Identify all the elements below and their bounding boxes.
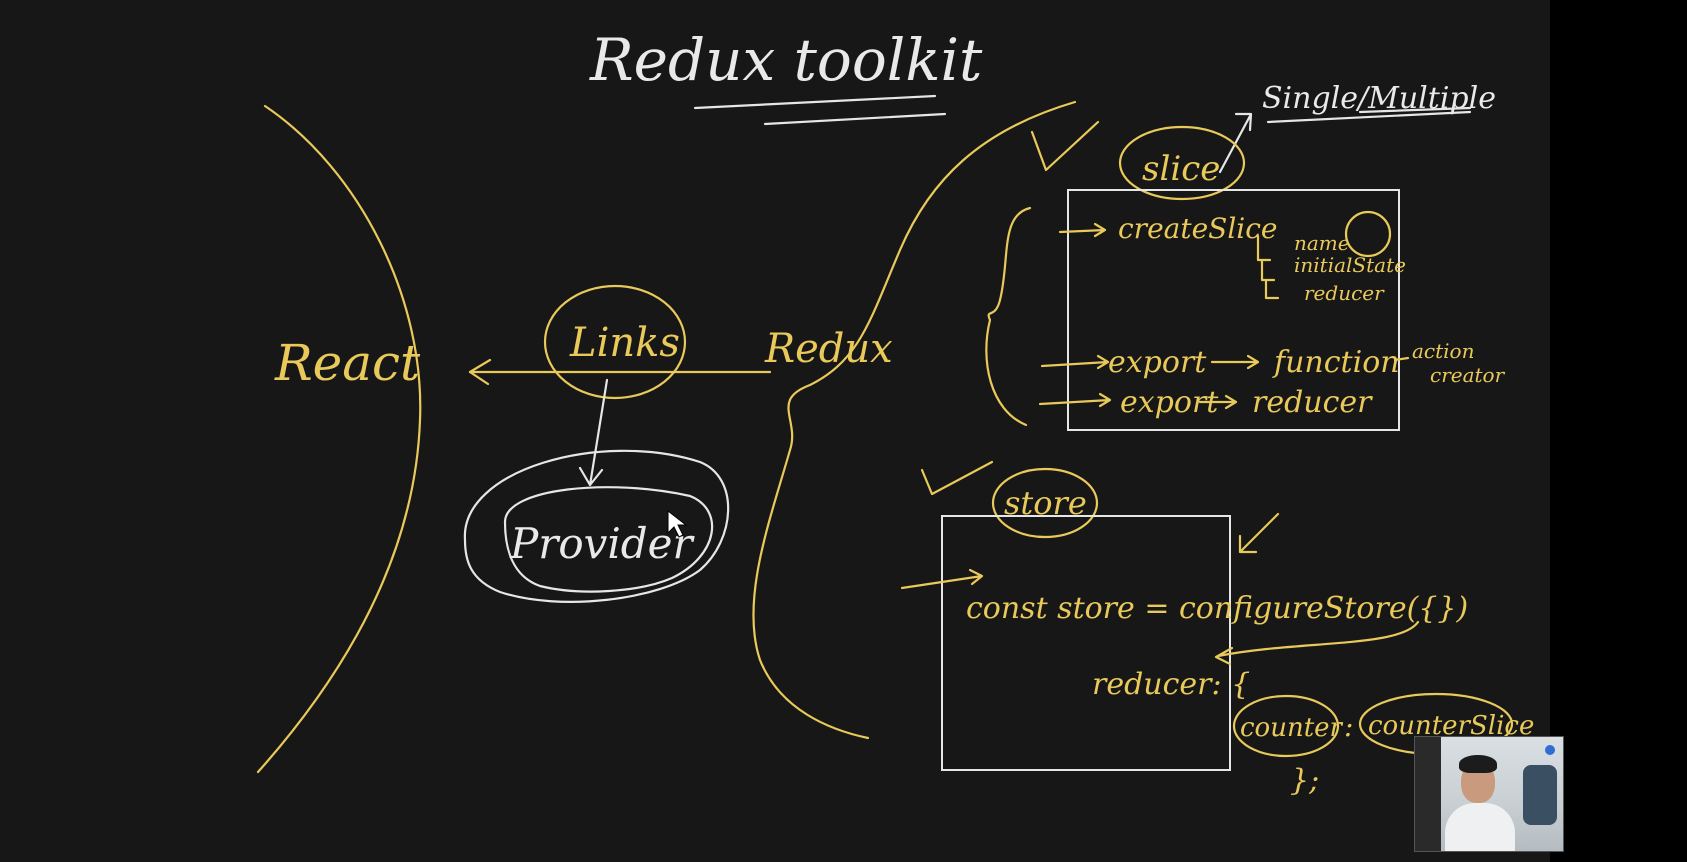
webcam-light-icon [1545,745,1555,755]
presenter-webcam [1414,736,1564,852]
webcam-shelf [1415,737,1441,851]
closing-brace: }; [1290,763,1319,798]
multiple-underline [1358,106,1472,114]
function-to-action-arrow [1393,356,1410,362]
function-label: function [1272,345,1400,380]
slice-ellipse [1118,125,1246,201]
react-boundary-arc [256,104,422,774]
title-underline-2 [763,112,947,126]
props-branch-2 [1260,258,1276,282]
store-ellipse [991,467,1099,539]
presenter-hair [1459,755,1497,773]
props-branch-3 [1264,278,1280,300]
single-multiple-underline [1266,110,1472,124]
createslice-label: createSlice [1118,212,1278,245]
creator-label: creator [1430,363,1506,387]
store-box [941,515,1231,771]
slice-box [1067,189,1400,431]
action-label: action [1412,339,1474,363]
title-underline [693,94,937,110]
reducer-export-label: reducer [1252,385,1373,420]
store-checkmark-icon [920,460,994,496]
counter-ellipse [1232,694,1340,758]
counter-key: counter [1240,713,1344,743]
links-ellipse [543,284,687,400]
slice-label: slice [1142,149,1220,189]
configure-pointer-arrow [1238,512,1280,554]
export-red-arrow [1038,392,1112,408]
links-label: Links [569,320,680,366]
links-to-provider-arrow [578,378,609,487]
redux-boundary-curve [752,100,1077,740]
store-entry-arrow [900,568,984,590]
export-fn-arrow [1040,354,1110,370]
name-highlight-circle [1344,210,1392,258]
slice-checkmark-icon [1030,120,1100,172]
slice-to-note-arrow [1218,112,1253,174]
webcam-chair [1523,765,1557,825]
connector-arrowhead-left [468,358,492,386]
props-branch-1 [1256,234,1272,262]
prop-reducer: reducer [1304,281,1385,305]
prop-initialstate: initialState [1294,253,1406,277]
prop-name: name [1294,231,1350,255]
single-multiple-note: Single/Multiple [1262,81,1496,116]
redux-label: Redux [764,326,893,372]
provider-label: Provider [509,519,696,568]
configure-store-line: const store = configureStore({}) [966,591,1468,626]
whiteboard: Redux toolkit Single/Multiple React Link… [0,0,1550,862]
whiteboard-drawing: Redux toolkit Single/Multiple React Link… [256,26,1534,798]
export-fn-label: export [1108,345,1207,380]
provider-outer-blob [463,449,730,603]
export-to-function-arrow [1210,354,1260,370]
colon-separator: : [1344,710,1353,743]
export-to-reducer-arrow [1198,394,1238,410]
reducer-key-line: reducer: { [1092,667,1250,702]
object-to-reducer-arrow [1214,620,1420,666]
mouse-cursor-icon [667,509,688,538]
presenter-torso [1445,803,1515,851]
createslice-arrow [1058,222,1107,238]
provider-inner-blob [503,486,714,593]
react-label: React [274,334,421,392]
slice-brace [985,206,1032,427]
board-title: Redux toolkit [589,26,983,94]
